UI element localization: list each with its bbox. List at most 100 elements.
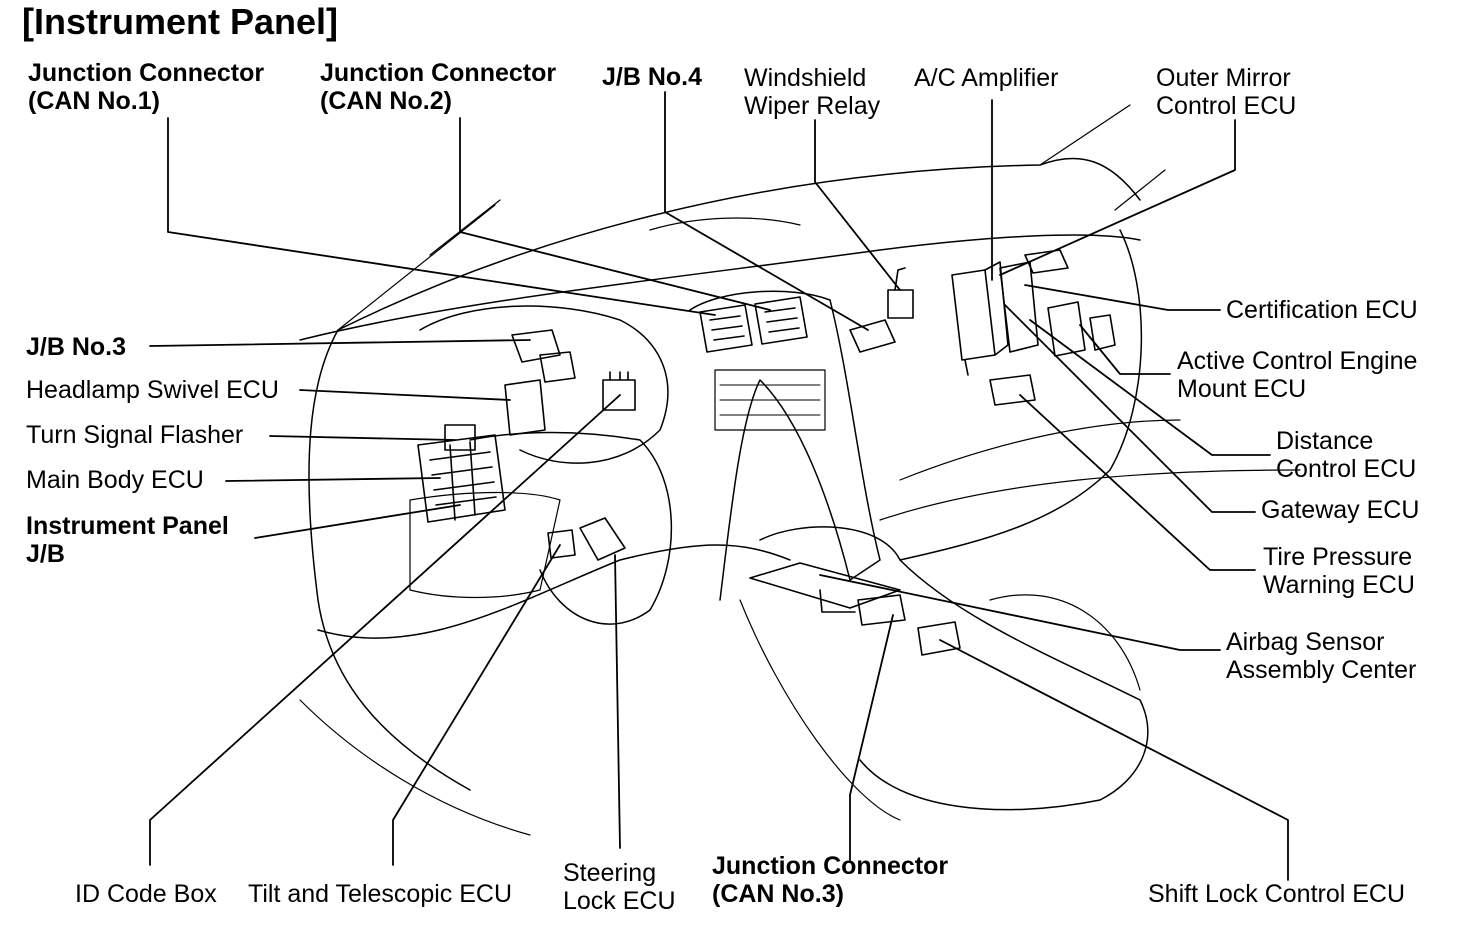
shift-lock-component	[917, 621, 961, 656]
label-line: Windshield	[744, 64, 867, 92]
acem-ecu-component	[1047, 301, 1116, 357]
label-jb4: J/B No.4	[602, 63, 702, 91]
label-airbag: Airbag Sensor Assembly Center	[1226, 628, 1416, 684]
leader-steering	[614, 554, 621, 849]
leader-tilt	[392, 544, 561, 866]
defrost-vent	[649, 217, 801, 231]
ac-panel	[714, 369, 826, 431]
leader-jc-can2	[459, 117, 771, 311]
leader-cert	[1024, 284, 1221, 311]
leader-tire	[1019, 394, 1256, 571]
label-line: Junction Connector	[320, 59, 557, 87]
label-distance: Distance Control ECU	[1276, 427, 1416, 483]
dash-top	[299, 234, 1141, 341]
leader-lines	[149, 91, 1289, 881]
ac-amplifier-component	[951, 261, 1009, 376]
leader-main-body	[225, 477, 441, 482]
leader-jc-can3	[849, 614, 894, 861]
leader-gateway	[1004, 304, 1256, 513]
label-line: Lock ECU	[563, 887, 676, 915]
leader-ip-jb	[254, 504, 461, 539]
label-jb3: J/B No.3	[26, 333, 126, 361]
label-line: (CAN No.3)	[712, 880, 844, 908]
label-line: Tilt and Telescopic ECU	[248, 880, 513, 908]
label-turn-signal: Turn Signal Flasher	[26, 421, 243, 449]
dash-lower	[317, 544, 791, 639]
label-outer-mirror: Outer Mirror Control ECU	[1156, 64, 1296, 120]
label-line: (CAN No.1)	[28, 87, 160, 115]
tire-pressure-ecu-component	[989, 374, 1036, 406]
label-steering-lock: Steering Lock ECU	[563, 859, 676, 915]
page-title: [Instrument Panel]	[22, 1, 339, 42]
leader-turn	[269, 435, 456, 441]
right-door	[899, 229, 1143, 561]
jc-can2-component	[754, 296, 808, 345]
label-line: Mount ECU	[1177, 375, 1307, 403]
label-line: Control ECU	[1276, 455, 1417, 483]
label-line: J/B No.3	[26, 333, 127, 361]
id-code-box-component	[602, 371, 636, 411]
label-line: Active Control Engine	[1177, 347, 1418, 375]
label-line: Outer Mirror	[1156, 64, 1291, 92]
console-armrest	[989, 594, 1141, 691]
label-jc-can3: Junction Connector (CAN No.3)	[712, 852, 948, 908]
leader-headlamp	[299, 389, 511, 401]
label-ac-amplifier: A/C Amplifier	[914, 64, 1058, 92]
leader-id-code	[149, 394, 621, 866]
label-id-code: ID Code Box	[75, 880, 217, 908]
label-line: Warning ECU	[1263, 571, 1415, 599]
label-line: Wiper Relay	[744, 92, 881, 120]
leader-wiper	[814, 119, 901, 291]
label-line: Instrument Panel	[26, 512, 229, 540]
jc-can3-component	[857, 594, 906, 626]
tilt-telescopic-ecu-component	[547, 529, 576, 559]
headlamp-swivel-component	[504, 379, 546, 436]
label-tilt: Tilt and Telescopic ECU	[248, 880, 512, 908]
right-lower	[899, 419, 1181, 481]
leader-jb4	[664, 91, 869, 331]
leader-mirror	[999, 119, 1236, 276]
label-line: Junction Connector	[712, 852, 949, 880]
floor-line	[299, 699, 531, 836]
wiper-relay-component	[887, 267, 914, 319]
label-line: Turn Signal Flasher	[26, 421, 244, 449]
label-line: Distance	[1276, 427, 1374, 455]
steering-column	[469, 431, 673, 625]
label-line: Certification ECU	[1226, 296, 1418, 324]
windshield-outline	[337, 157, 1141, 331]
center-stack	[689, 290, 881, 601]
jc-can1-component	[699, 304, 753, 353]
label-tire-pressure: Tire Pressure Warning ECU	[1263, 543, 1415, 599]
label-jc-can1: Junction Connector (CAN No.1)	[28, 59, 264, 115]
right-panel	[879, 469, 1301, 521]
label-wiper-relay: Windshield Wiper Relay	[744, 64, 880, 120]
pillar-left	[337, 199, 501, 331]
label-ip-jb: Instrument Panel J/B	[26, 512, 229, 568]
label-line: ID Code Box	[75, 880, 217, 908]
label-headlamp-swivel: Headlamp Swivel ECU	[26, 376, 279, 404]
ip-jb-component	[417, 424, 506, 523]
dash-left-side	[308, 329, 471, 791]
leader-jb3	[149, 339, 531, 347]
label-line: J/B No.4	[602, 63, 703, 91]
leader-jc-can1	[167, 117, 716, 316]
label-certification: Certification ECU	[1226, 296, 1418, 324]
floor-line-right	[739, 599, 901, 821]
label-acem: Active Control Engine Mount ECU	[1177, 347, 1417, 403]
label-line: Assembly Center	[1226, 656, 1417, 684]
label-line: Junction Connector	[28, 59, 265, 87]
label-line: Main Body ECU	[26, 466, 204, 494]
label-line: (CAN No.2)	[320, 87, 452, 115]
leader-airbag	[819, 574, 1221, 651]
label-jc-can2: Junction Connector (CAN No.2)	[320, 59, 556, 115]
label-shift-lock: Shift Lock Control ECU	[1148, 880, 1405, 908]
label-main-body: Main Body ECU	[26, 466, 204, 494]
console	[759, 526, 1149, 811]
jb3-component	[511, 329, 576, 383]
label-line: A/C Amplifier	[914, 64, 1059, 92]
steering-lock-ecu-component	[579, 517, 626, 561]
leader-acem	[1079, 324, 1171, 375]
label-line: Gateway ECU	[1261, 496, 1420, 524]
